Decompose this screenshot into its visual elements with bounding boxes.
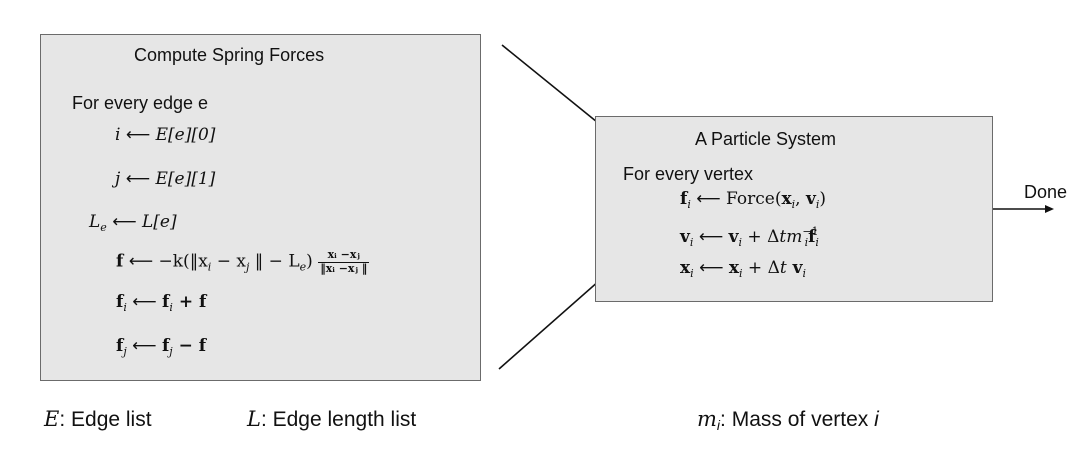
- fraction-numerator: xᵢ −xⱼ: [327, 248, 360, 261]
- legend-m-text: : Mass of vertex: [720, 408, 875, 431]
- assign-force: fi ⟵ Force(xi, vi): [680, 189, 826, 211]
- assign-arrow: ⟵: [128, 251, 154, 272]
- expr-f-part-b: − x: [211, 251, 246, 272]
- assign-arrow: ⟵: [698, 227, 724, 247]
- sub-i: i: [804, 236, 809, 249]
- assign-x: xi ⟵ xi + Δt vi: [680, 258, 806, 280]
- assign-arrow: ⟵: [112, 212, 137, 232]
- sub-i: i: [123, 301, 127, 314]
- assign-j: j ⟵ E[e][1]: [115, 169, 215, 189]
- spring-box-title: Compute Spring Forces: [134, 45, 325, 65]
- legend-l-text: : Edge length list: [260, 408, 417, 431]
- var-f: f: [116, 251, 124, 272]
- assign-f: f ⟵ −k(‖xi − xj ‖ − Le) xᵢ −xⱼ ‖xᵢ −xⱼ ‖: [116, 248, 370, 275]
- spring-forces-box: Compute Spring Forces For every edge e i…: [40, 34, 481, 381]
- legend-e-symbol: E: [44, 407, 60, 431]
- sub-i: i: [815, 236, 819, 249]
- legend-l-symbol: L: [247, 407, 261, 431]
- sub-i: i: [739, 267, 743, 280]
- minus-f: − f: [172, 336, 207, 356]
- comma: ,: [795, 189, 806, 209]
- var-f: f: [808, 227, 816, 247]
- expr-e-0: E[e][0]: [155, 125, 216, 145]
- expr-l-e: L[e]: [142, 212, 177, 232]
- assign-i: i ⟵ E[e][0]: [115, 125, 215, 145]
- spring-loop-label: For every edge e: [72, 93, 209, 113]
- unit-vector-fraction: xᵢ −xⱼ ‖xᵢ −xⱼ ‖: [318, 248, 370, 275]
- particle-loop-label: For every vertex: [623, 164, 754, 184]
- sub-j: j: [245, 260, 250, 274]
- var-t: t: [779, 227, 787, 247]
- assign-arrow: ⟵: [125, 125, 151, 145]
- var-v: v: [728, 227, 739, 247]
- assign-arrow: ⟵: [132, 292, 157, 312]
- expr-f-part-c: ‖ − L: [249, 251, 300, 272]
- assign-arrow: ⟵: [125, 169, 151, 189]
- var-l: L: [89, 212, 101, 232]
- plus-delta: + Δ: [742, 227, 780, 247]
- assign-le: Le ⟵ L[e]: [89, 212, 177, 234]
- sub-i: i: [687, 198, 691, 211]
- exp-minus-one: −1: [802, 225, 819, 238]
- fraction-denominator: ‖xᵢ −xⱼ ‖: [318, 261, 370, 275]
- sub-j: j: [123, 345, 127, 358]
- legend-edge-length-list: L: Edge length list: [247, 407, 416, 432]
- expr-e-1: E[e][1]: [155, 169, 216, 189]
- var-f: f: [116, 336, 124, 356]
- var-v: v: [786, 258, 803, 278]
- var-f: f: [161, 336, 170, 356]
- plus-f: + f: [172, 292, 207, 312]
- legend-mass: mi: Mass of vertex i: [697, 407, 879, 433]
- var-f: f: [162, 292, 170, 312]
- sub-j: j: [169, 345, 173, 358]
- done-label: Done: [1024, 182, 1068, 202]
- assign-v: vi ⟵ vi + Δtm−1ifi: [680, 225, 819, 249]
- assign-fj: fj ⟵ fj − f: [116, 336, 206, 358]
- particle-box-title: A Particle System: [695, 129, 837, 149]
- var-v: v: [805, 189, 816, 209]
- close-paren: ): [819, 189, 827, 209]
- assign-arrow: ⟵: [696, 189, 721, 209]
- legend-e-text: : Edge list: [59, 408, 152, 431]
- var-m: m: [786, 227, 803, 247]
- sub-e: e: [100, 221, 107, 234]
- var-f: f: [116, 292, 124, 312]
- sub-i: i: [689, 236, 694, 249]
- assign-fi: fi ⟵ fi + f: [116, 292, 206, 314]
- sub-i: i: [169, 301, 173, 314]
- legend-m-symbol: m: [697, 407, 717, 431]
- var-t: t: [779, 258, 787, 278]
- assign-arrow: ⟵: [699, 258, 724, 278]
- legend-m-sub: i: [716, 417, 721, 433]
- done-arrow-head: [1045, 205, 1054, 213]
- sub-i: i: [207, 260, 212, 274]
- particle-system-box: A Particle System For every vertex fi ⟵ …: [595, 116, 993, 302]
- plus-delta: + Δ: [742, 258, 780, 278]
- sub-e: e: [299, 260, 307, 274]
- force-call: Force(: [726, 189, 782, 209]
- var-x: x: [680, 258, 691, 278]
- expr-f-part-a: −k(‖x: [158, 251, 208, 272]
- legend-edge-list: E: Edge list: [44, 407, 152, 432]
- var-j: j: [115, 169, 121, 189]
- sub-i: i: [738, 236, 743, 249]
- var-x: x: [781, 189, 792, 209]
- var-f: f: [680, 189, 688, 209]
- sub-i: i: [690, 267, 694, 280]
- sub-i: i: [815, 198, 820, 211]
- var-i: i: [115, 125, 121, 145]
- sub-i: i: [791, 198, 796, 211]
- legend-m-var: i: [874, 408, 879, 431]
- sub-i: i: [802, 267, 807, 280]
- assign-arrow: ⟵: [132, 336, 157, 356]
- var-x: x: [728, 258, 739, 278]
- var-v: v: [680, 227, 690, 247]
- expr-f-part-d: ): [306, 251, 313, 272]
